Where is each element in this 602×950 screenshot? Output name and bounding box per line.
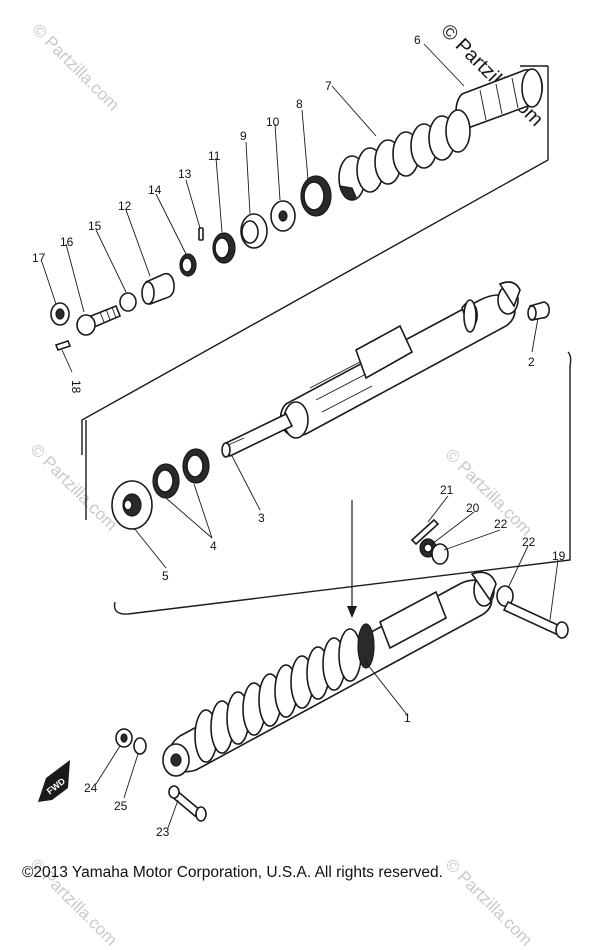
- part-22-washer-b: [496, 585, 514, 607]
- middle-group-frame: [113, 351, 572, 615]
- parts-diagram: FWD 6 7 8 10 9 11: [32, 33, 572, 839]
- part-12-sleeve: [141, 272, 175, 306]
- part-25-washer: [133, 737, 147, 755]
- callout-24: 24: [84, 781, 98, 795]
- callout-15: 15: [88, 219, 102, 233]
- callout-14: 14: [148, 183, 162, 197]
- part-2-bushing: [527, 301, 550, 321]
- callout-9: 9: [240, 129, 247, 143]
- part-8-adjuster-ring: [300, 175, 332, 217]
- callout-numbers: 6 7 8 10 9 11 13 14 12 15 16 17 18 2 3 4…: [32, 33, 566, 839]
- callout-23: 23: [156, 825, 170, 839]
- callout-21: 21: [440, 483, 454, 497]
- callout-2: 2: [528, 355, 535, 369]
- callout-20: 20: [466, 501, 480, 515]
- part-7-coil-spring: [338, 109, 471, 201]
- callout-17: 17: [32, 251, 46, 265]
- part-17-nut: [50, 302, 70, 326]
- callout-7: 7: [325, 79, 332, 93]
- part-6-spring-retainer: [455, 68, 544, 129]
- callout-16: 16: [60, 235, 74, 249]
- part-1-shock-absorber: [162, 571, 497, 777]
- part-19-bolt: [502, 600, 569, 639]
- part-14-o-ring: [179, 253, 197, 277]
- callout-3: 3: [258, 511, 265, 525]
- part-18-screw: [54, 340, 72, 351]
- part-5-spring-seat: [111, 480, 153, 530]
- callout-8: 8: [296, 97, 303, 111]
- part-9-bushing: [240, 213, 268, 249]
- callout-1: 1: [404, 711, 411, 725]
- copyright-notice: ©2013 Yamaha Motor Corporation, U.S.A. A…: [22, 864, 443, 881]
- upper-group-frame: [81, 66, 549, 455]
- callout-5: 5: [162, 569, 169, 583]
- callout-6: 6: [414, 33, 421, 47]
- part-15-washer: [119, 292, 137, 312]
- callout-22a: 22: [494, 517, 508, 531]
- part-10-washer: [270, 200, 296, 232]
- callout-11: 11: [208, 149, 221, 163]
- part-13-pin: [198, 227, 204, 241]
- callout-22b: 22: [522, 535, 536, 549]
- leader-lines: [41, 43, 559, 829]
- part-23-bolt: [168, 785, 207, 822]
- fwd-arrow-icon: FWD: [38, 760, 70, 802]
- part-24-nut: [115, 728, 133, 748]
- part-4-lock-nuts: [152, 448, 210, 499]
- callout-12: 12: [118, 199, 132, 213]
- part-22-washer-a: [431, 543, 449, 565]
- callout-10: 10: [266, 115, 280, 129]
- callout-18: 18: [69, 380, 83, 394]
- callout-4: 4: [210, 539, 217, 553]
- callout-25: 25: [114, 799, 128, 813]
- part-11-seal: [212, 232, 236, 264]
- part-21-pin: [410, 518, 440, 546]
- callout-13: 13: [178, 167, 192, 181]
- callout-19: 19: [552, 549, 566, 563]
- part-16-bolt: [76, 304, 122, 336]
- assembly-arrow-head: [347, 606, 357, 618]
- damper-body: [221, 281, 521, 458]
